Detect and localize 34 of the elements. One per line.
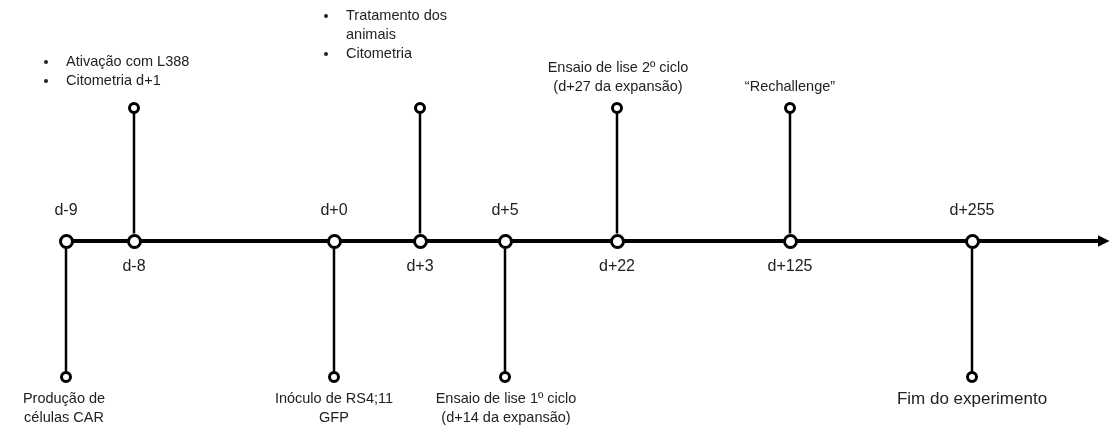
timeline-marker: [609, 233, 625, 249]
event-label: Fim do experimento: [895, 389, 1049, 408]
stem-line: [611, 102, 623, 234]
event-label: “Rechallenge”: [743, 77, 837, 96]
timeline-marker: [412, 233, 428, 249]
timeline-marker: [126, 233, 142, 249]
stem-line: [328, 248, 340, 383]
day-label: d+0: [320, 201, 348, 219]
event-note: Ativação com L388: [66, 53, 190, 69]
day-label: d-9: [54, 201, 78, 219]
day-label: d-8: [122, 257, 146, 275]
stem-line: [128, 102, 140, 234]
event-label: Produção de células CAR: [21, 389, 107, 427]
event-note: Tratamento dos animais: [346, 7, 447, 42]
day-label: d+3: [406, 257, 434, 275]
day-label: d+255: [949, 201, 995, 219]
stem-line: [60, 248, 72, 383]
stem-line: [499, 248, 511, 383]
event-note: Citometria d+1: [66, 72, 161, 88]
timeline-marker: [326, 233, 342, 249]
timeline-marker: [964, 233, 980, 249]
timeline-marker: [497, 233, 513, 249]
event-label: Inóculo de RS4;11 GFP: [273, 389, 395, 427]
stem-line: [414, 102, 426, 234]
event-note: Citometria: [346, 45, 413, 61]
day-label: d+22: [599, 257, 635, 275]
event-label: Ensaio de lise 1º ciclo (d+14 da expansão): [434, 389, 578, 427]
day-label: d+125: [767, 257, 813, 275]
event-label: Ensaio de lise 2º ciclo (d+27 da expansão): [546, 58, 690, 96]
timeline-marker: [782, 233, 798, 249]
stem-line: [784, 102, 796, 234]
day-label: d+5: [491, 201, 519, 219]
timeline-marker: [58, 233, 74, 249]
stem-line: [966, 248, 978, 383]
